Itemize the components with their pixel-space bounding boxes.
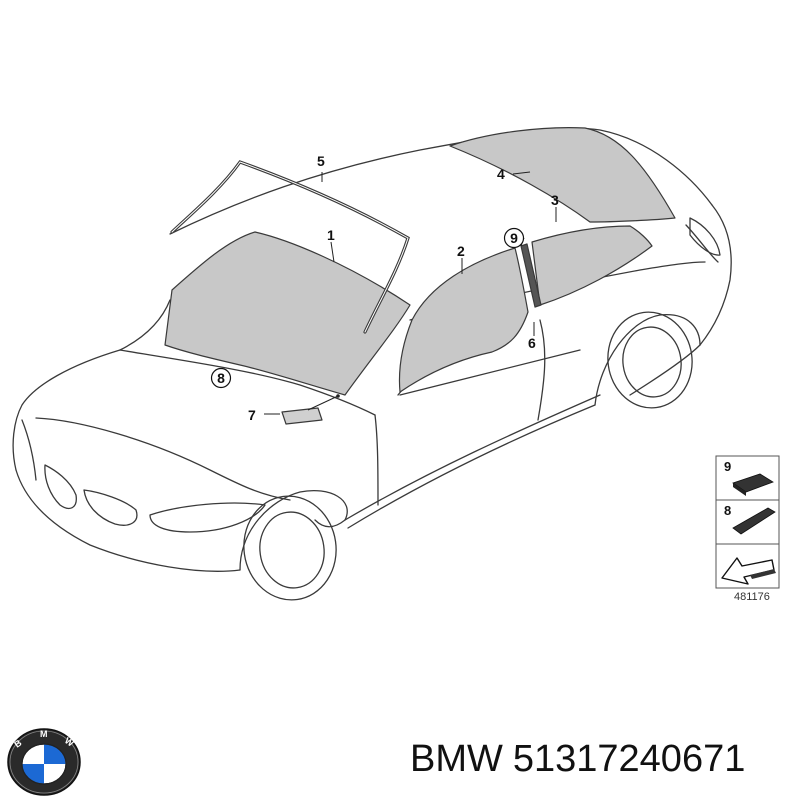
arrow-direction-icon: [721, 557, 776, 585]
callout-8-circled: 8: [210, 367, 232, 389]
callout-9-circled: 9: [503, 227, 525, 249]
b-pillar-trim: [520, 243, 542, 308]
callout-1: 1: [327, 227, 335, 243]
windshield: [164, 231, 411, 396]
rear-side-window: [531, 225, 653, 306]
front-door-window: [398, 247, 529, 393]
callout-2: 2: [457, 243, 465, 259]
callout-8: 8: [217, 370, 225, 386]
diagram-number: 481176: [734, 591, 770, 603]
glass-parts: [164, 127, 676, 425]
rain-sensor: [281, 407, 323, 425]
callout-3: 3: [551, 192, 559, 208]
callout-7: 7: [248, 407, 256, 423]
callout-4: 4: [497, 166, 505, 182]
rear-window: [449, 127, 676, 223]
callout-6: 6: [528, 335, 536, 351]
callout-numbers: 1 2 3 4 5 6 7 8 9: [210, 153, 559, 423]
legend-pad-9-icon: [732, 473, 774, 493]
part-number: 51317240671: [512, 738, 746, 780]
svg-text:M: M: [40, 729, 48, 739]
callout-5: 5: [317, 153, 325, 169]
bmw-logo: B M W: [7, 728, 81, 796]
brand-name: BMW: [410, 738, 503, 780]
legend-panel: 9 8 481176: [715, 455, 780, 603]
legend-label-8: 8: [724, 503, 731, 518]
svg-text:B: B: [12, 737, 23, 749]
legend-strip-8-icon: [732, 507, 776, 535]
legend-label-9: 9: [724, 459, 731, 474]
callout-9: 9: [510, 230, 518, 246]
